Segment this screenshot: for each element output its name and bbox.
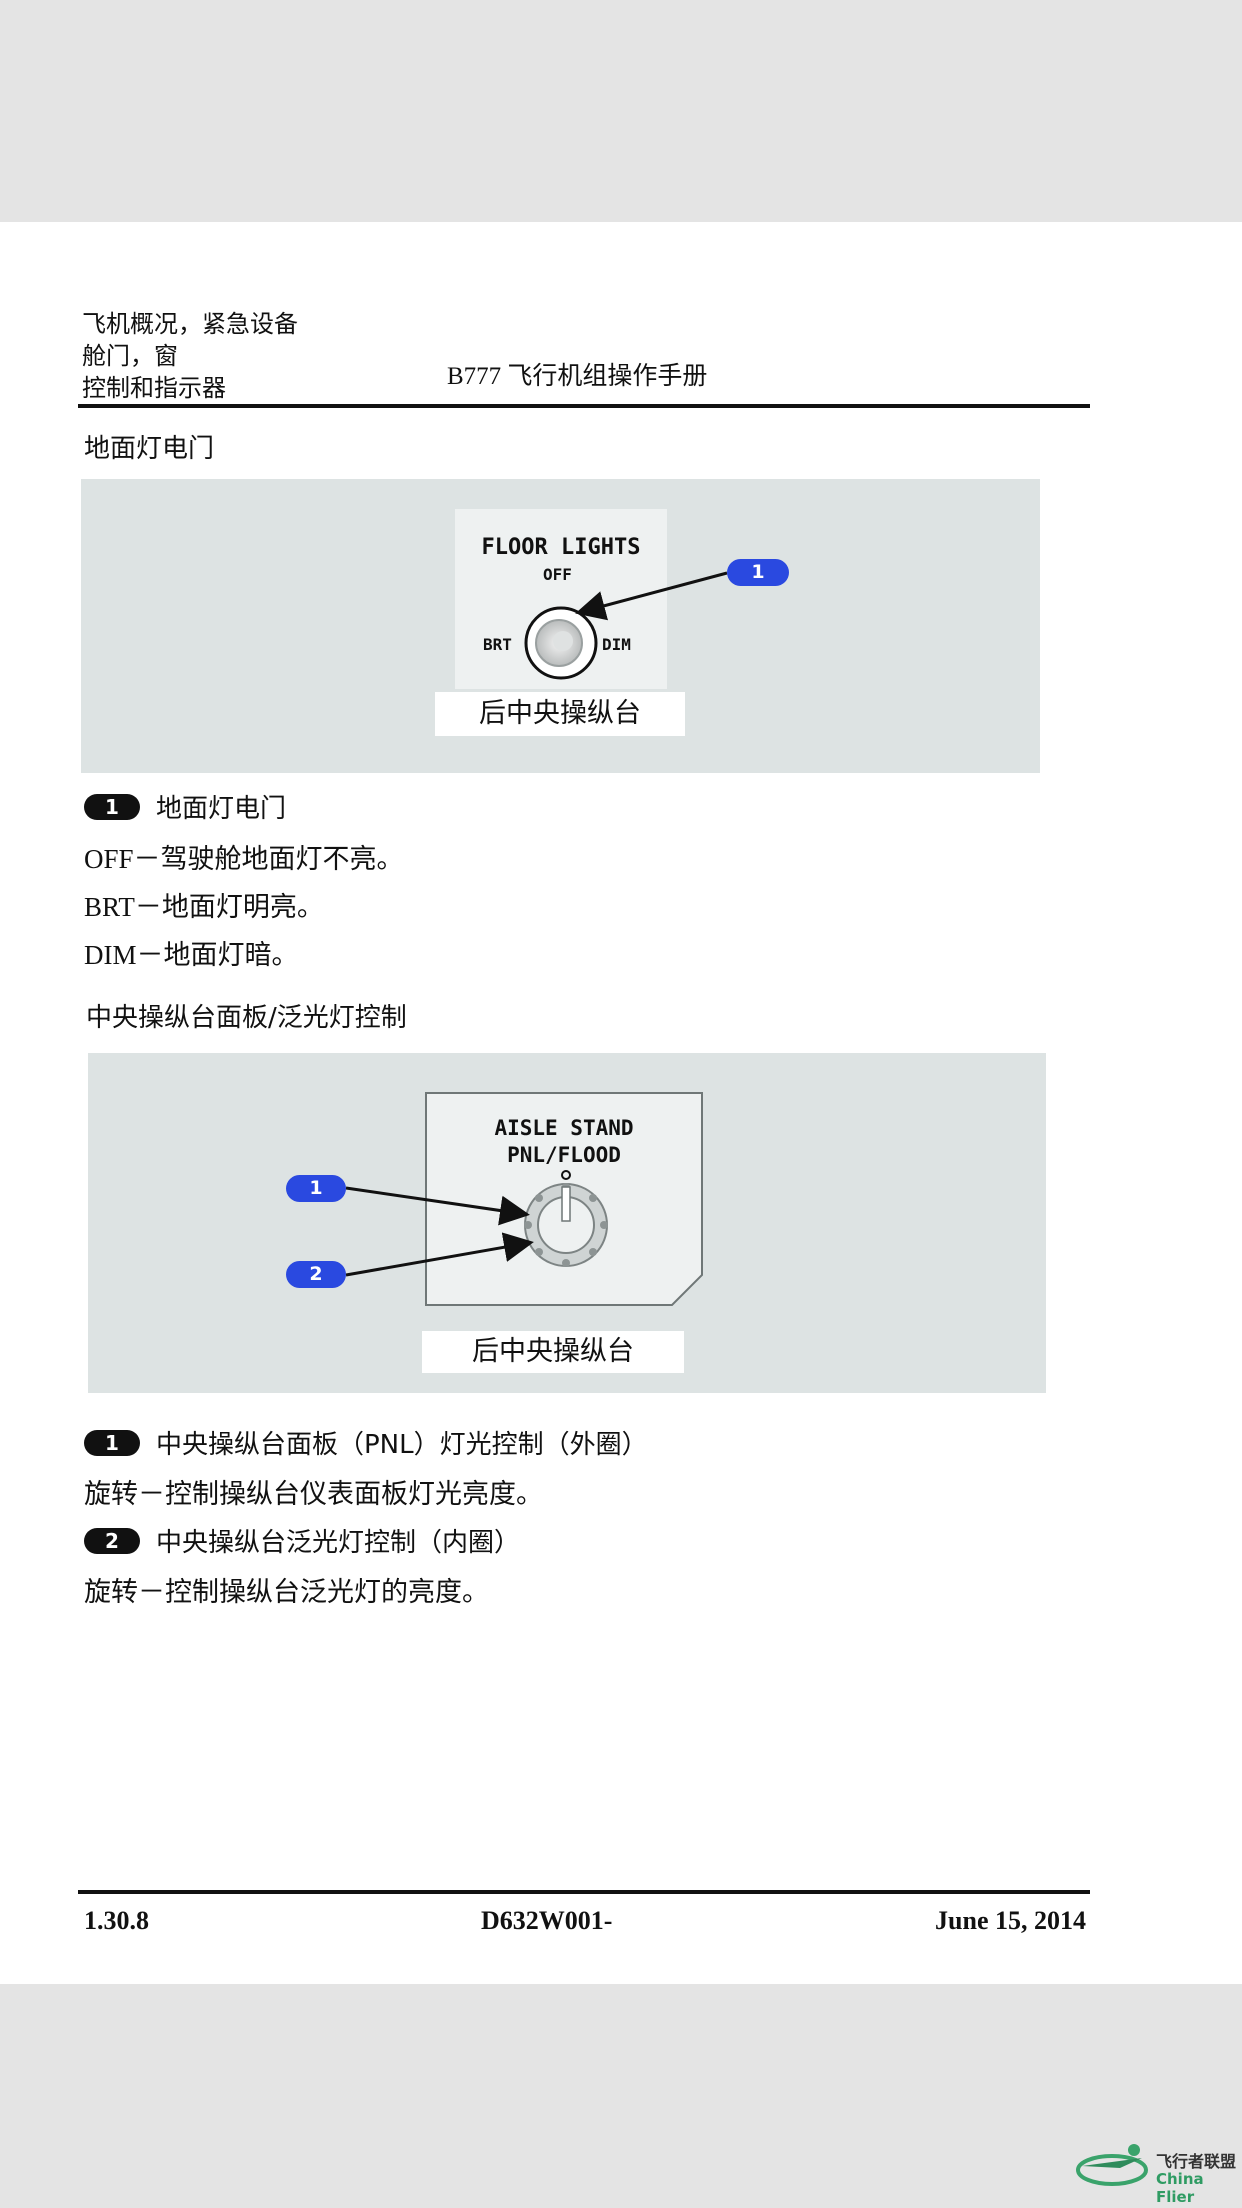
item-flood-control: 2 中央操纵台泛光灯控制（内圈） [84,1522,520,1559]
panel-title-line-2: PNL/FLOOD [507,1143,621,1167]
callout-arrow-2 [345,1232,534,1277]
desc-pnl: 旋转－控制操纵台仪表面板灯光亮度。 [84,1479,543,1509]
aisle-stand-panel-title: AISLE STAND PNL/FLOOD [426,1115,702,1169]
callout-pill-1 [286,1175,346,1202]
figure-caption-1: 后中央操纵台 [435,692,685,736]
revision-date: June 15, 2014 [935,1906,1086,1935]
footer-rule [78,1890,1090,1894]
label-dim: DIM [602,635,631,654]
knob-pointer [561,1186,571,1222]
label-off: OFF [543,565,572,584]
callout-pill-1 [727,559,789,586]
document-number: D632W001- [481,1906,613,1935]
callout-number-2: 2 [309,1263,323,1285]
figure-caption-2: 后中央操纵台 [422,1331,684,1373]
callout-pill-2 [286,1261,346,1288]
index-dot [561,1170,571,1180]
plane-logo-icon [1076,2144,1148,2186]
china-flier-logo: 飞行者联盟 China Flier [1072,2134,1242,2206]
figure-aisle-stand: AISLE STAND PNL/FLOOD 1 2 后中央操纵台 [88,1053,1046,1393]
callout-number-1: 1 [751,561,765,583]
chapter-line-3: 控制和指示器 [82,374,226,402]
manual-title: B777 飞行机组操作手册 [447,363,708,390]
item-badge: 1 [84,793,140,820]
item-title-2: 中央操纵台泛光灯控制（内圈） [156,1528,521,1558]
item-title-1: 中央操纵台面板（PNL）灯光控制（外圈） [156,1430,648,1460]
document-page: 飞机概况，紧急设备 舱门，窗 控制和指示器 B777 飞行机组操作手册 地面灯电… [0,222,1242,1984]
section-title-aisle-stand: 中央操纵台面板/泛光灯控制 [86,1003,407,1033]
header-rule [78,404,1090,408]
page-number: 1.30.8 [84,1906,149,1935]
figure-floor-lights: FLOOR LIGHTS OFF BRT DIM 1 后中央操纵台 [81,479,1040,773]
chapter-line-1: 飞机概况，紧急设备 [82,310,298,338]
section-title-floor-lights: 地面灯电门 [84,434,215,464]
chapter-heading: 飞机概况，紧急设备 舱门，窗 控制和指示器 [82,308,298,404]
floor-lights-panel-title: FLOOR LIGHTS [481,535,641,560]
item-title: 地面灯电门 [156,794,287,824]
floor-lights-diagram [524,559,789,680]
panel-title-line-1: AISLE STAND [494,1116,634,1140]
watermark-en: China Flier [1156,2170,1204,2206]
desc-brt: BRT－地面灯明亮。 [84,892,324,922]
watermark-cn: 飞行者联盟 [1156,2152,1237,2171]
callout-number-1: 1 [309,1177,323,1199]
toggle-highlight [553,631,573,651]
aisle-stand-diagram [286,1092,703,1306]
chapter-line-2: 舱门，窗 [82,342,178,370]
desc-dim: DIM－地面灯暗。 [84,940,299,970]
item-pnl-control: 1 中央操纵台面板（PNL）灯光控制（外圈） [84,1424,648,1461]
item-badge-2: 2 [84,1527,140,1554]
item-floor-lights-switch: 1 地面灯电门 [84,788,286,825]
desc-off: OFF－驾驶舱地面灯不亮。 [84,844,404,874]
callout-arrow-1 [345,1186,530,1226]
label-brt: BRT [483,635,512,654]
item-badge-1: 1 [84,1429,140,1456]
callout-arrow-1 [575,571,728,621]
desc-flood: 旋转－控制操纵台泛光灯的亮度。 [84,1577,489,1607]
